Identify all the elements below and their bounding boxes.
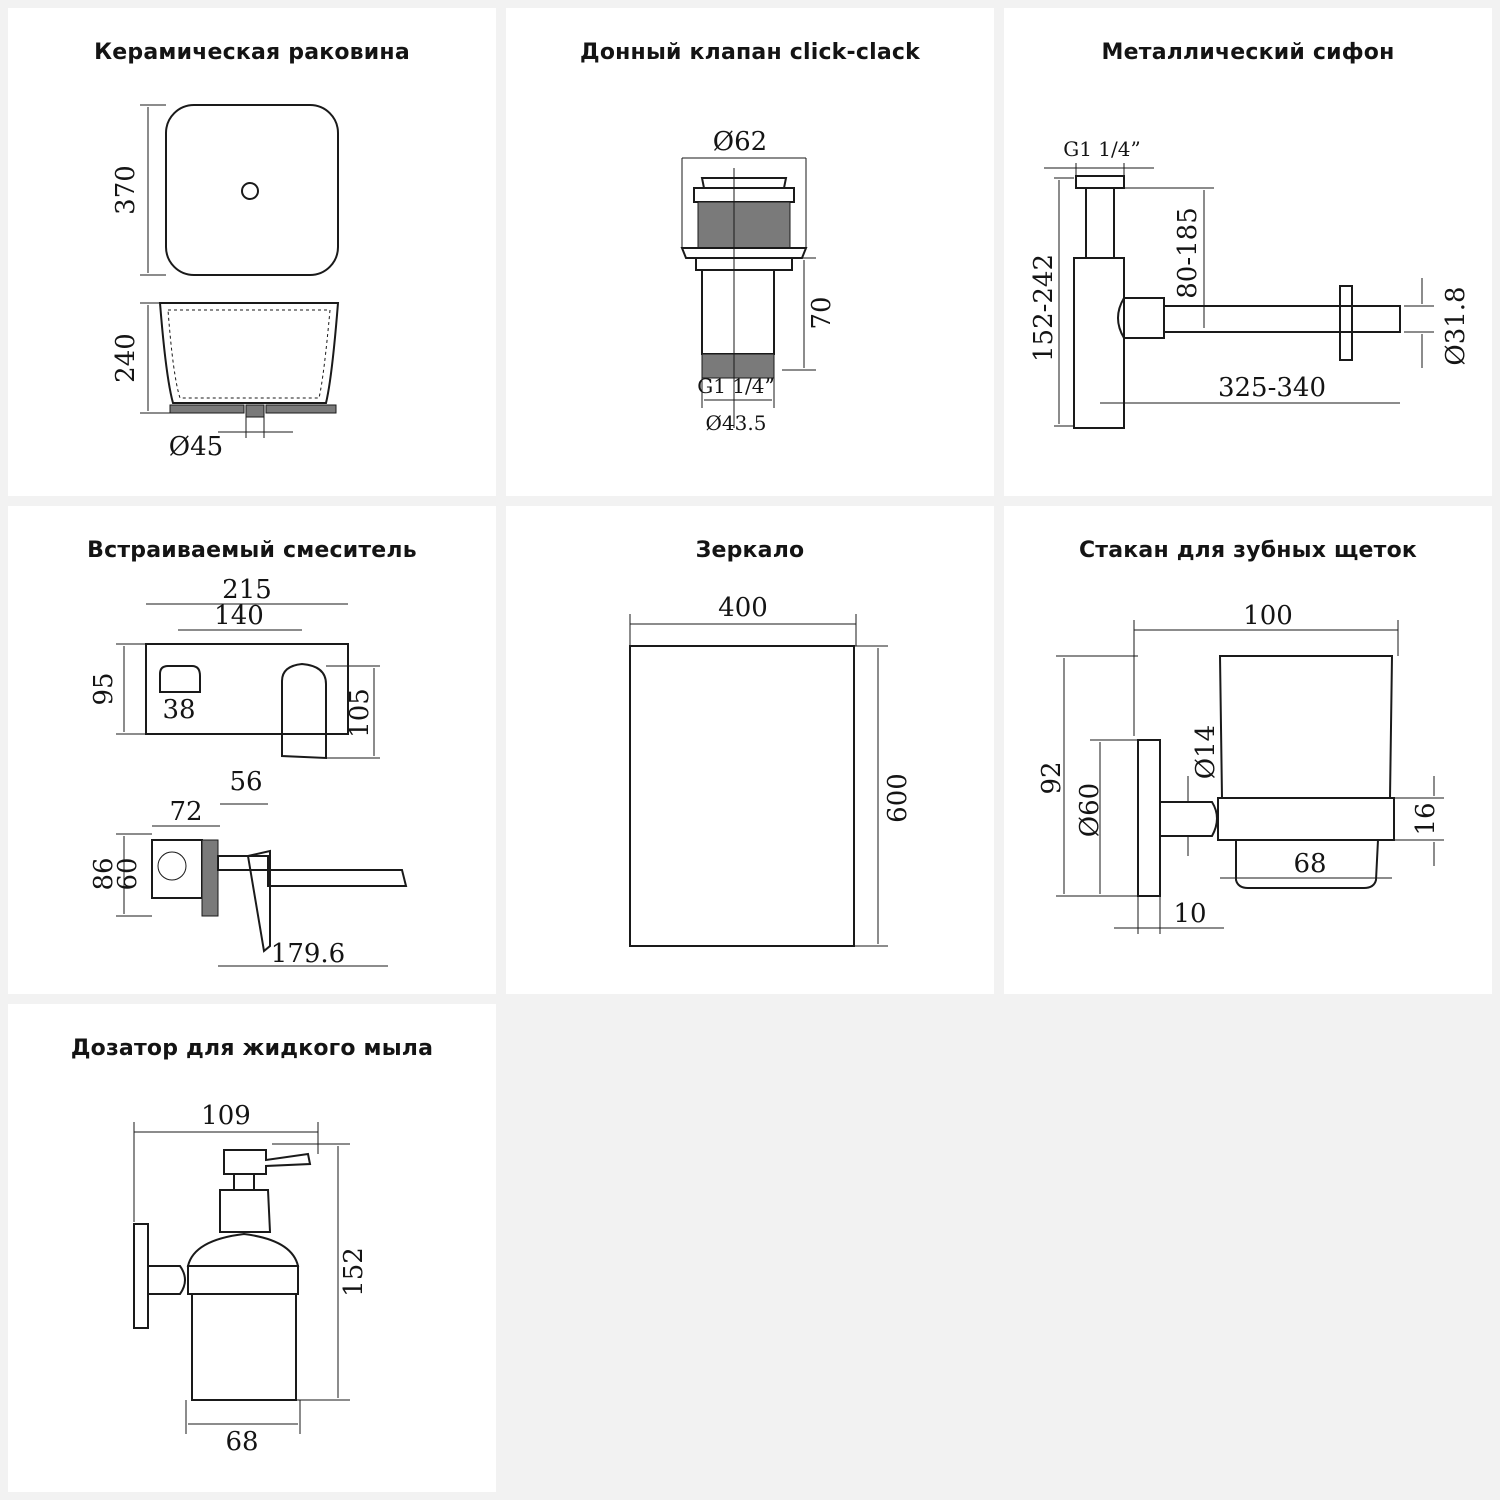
panel-title: Встраиваемый смеситель [87,538,417,563]
panel-mirror: Зеркало 400 600 [506,506,994,994]
panel-title: Дозатор для жидкого мыла [70,1036,434,1061]
panel-title: Керамическая раковина [94,40,410,65]
panel-soap-dispenser: Дозатор для жидкого мыла 109 152 68 [8,1004,496,1492]
mirror-drawing [629,614,888,947]
drain-valve-drawing [680,157,816,428]
panel-title: Донный клапан click-clack [580,40,920,65]
siphon-drawing [1044,163,1434,429]
panel-title: Металлический сифон [1101,40,1395,65]
ceramic-basin-drawing [140,104,340,438]
mixer-drawing [116,603,408,967]
toothbrush-cup-drawing [1056,620,1444,934]
panel-siphon: Металлический сифон G1 1/4” 80-185 152-2… [1004,8,1492,496]
soap-dispenser-drawing [133,1122,350,1434]
panel-ceramic-basin: Керамическая раковина 370 240 Ø45 [8,8,496,496]
panel-title: Стакан для зубных щеток [1078,538,1418,563]
panel-title: Зеркало [695,538,805,563]
panel-drain-valve: Донный клапан click-clack Ø62 70 G1 1/4”… [506,8,994,496]
panel-mixer: Встраиваемый смеситель 215 140 95 38 105… [8,506,496,994]
panel-toothbrush-cup: Стакан для зубных щеток 100 92 Ø14 Ø60 1… [1004,506,1492,994]
